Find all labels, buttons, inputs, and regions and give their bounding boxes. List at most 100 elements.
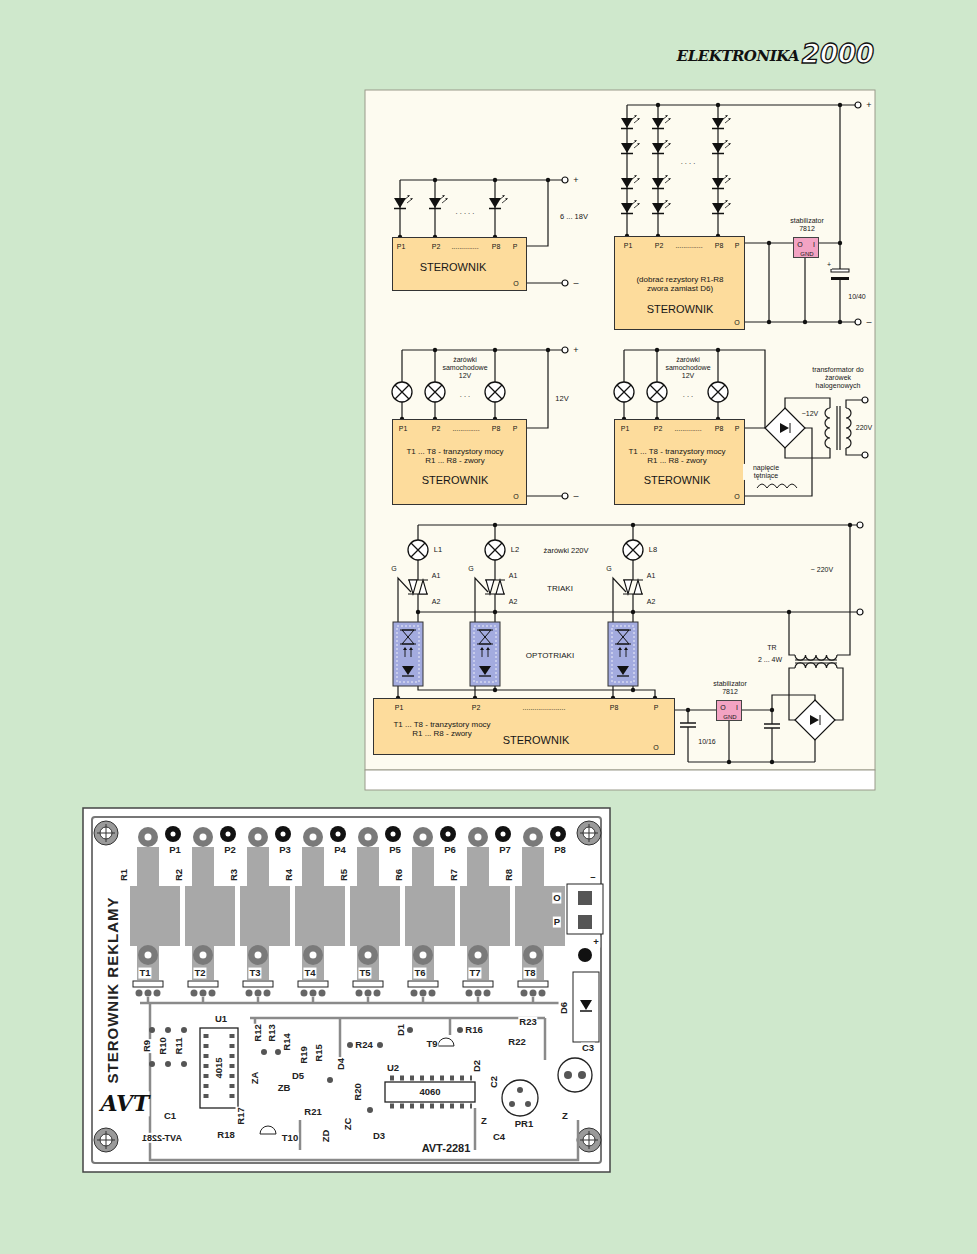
annotation: + [826,261,832,269]
silkscreen-label: ZB [277,1083,292,1094]
annotation: OPTOTRIAKI [525,651,575,660]
magazine-logo: 2000 [802,40,874,70]
silkscreen-label: U1 [214,1014,228,1025]
schematic-art [862,452,868,458]
silkscreen-label: R1 [119,868,130,882]
schematic-art [493,523,497,527]
silkscreen-label: R12 [253,1023,264,1042]
part-heading: stabilizator 7812 [706,680,754,696]
wires [400,180,562,283]
annotation: ~12V [801,410,820,418]
annotation: A1 [646,572,657,580]
pin-label: P1 [399,425,408,433]
schematic-art [855,319,861,325]
pin-label: O [653,744,658,752]
pcb-board [525,1101,531,1107]
silkscreen-label: R21 [303,1107,322,1118]
annotation: G [390,565,397,573]
annotation: – [572,278,579,288]
pcb-board [509,1101,515,1107]
silkscreen-label: D3 [372,1131,386,1142]
pcb-board [460,826,511,1003]
pcb-board [564,1071,572,1079]
schematic-art [767,320,771,324]
silkscreen-label: T9 [425,1039,438,1050]
schematic-art [416,610,420,614]
pin-label: P8 [492,243,501,251]
bridge-rectifier [780,423,789,433]
pcb-board [558,1058,592,1092]
pcb-board [140,1003,578,1160]
annotation: L2 [510,546,520,555]
annotation: A2 [431,598,442,606]
box-title: STEROWNIK [647,303,714,316]
schematic-art [429,195,448,209]
annotation: . . . [459,391,471,400]
note-text: (dobrać rezystory R1-R8 zwora zamiast D6… [630,275,730,293]
schematic-art [770,708,774,712]
schematic-art [621,200,640,214]
annotation: A2 [646,598,657,606]
schematic-art [393,622,423,686]
schematic-art [394,195,413,209]
schematic-panel [365,90,875,770]
annotation: 12V [554,395,569,404]
silkscreen-label: R11 [174,1037,185,1056]
schematic-art [712,115,731,129]
silkscreen-label: D5 [291,1071,305,1082]
schematic-art [716,103,720,107]
annotation: . . . . [680,158,697,167]
silkscreen-label: T8 [523,968,536,979]
pcb-board [149,1027,155,1033]
pcb-board [578,948,592,962]
schematic-art [485,540,505,560]
annotation: ~ 220V [810,566,834,574]
silkscreen-label: R19 [299,1045,310,1064]
pcb-board [438,1038,454,1046]
schematic-art [485,580,505,594]
silkscreen-label: R13 [267,1023,278,1042]
controller-box: P1P2..............P8POT1 ... T8 - tranzy… [392,419,527,505]
pin-label: P [654,704,659,712]
pcb-board [517,1087,523,1093]
silkscreen-label: P7 [498,845,512,856]
pcb-board [204,1034,209,1104]
annotation: . . . . . [455,208,476,217]
silkscreen-label: P8 [553,845,567,856]
magazine-logo: ELEKTRONIKA [677,48,799,65]
silkscreen-label: R10 [158,1036,169,1055]
pcb-board [367,1107,373,1113]
pcb-board [92,817,601,1163]
board-code: AVT-2281 [421,1142,472,1155]
schematic-art [803,320,807,324]
schematic-art [647,382,667,402]
schematic-art [621,140,640,154]
wires [846,408,851,448]
silkscreen-label: PR1 [514,1119,534,1130]
silkscreen-label: ZA [250,1071,261,1086]
wire-connector [745,242,793,243]
silkscreen-label: R22 [507,1037,526,1048]
schematic-art [787,610,791,614]
schematic-art [562,347,568,353]
annotation: + [865,100,872,110]
bridge-rectifier [795,700,835,740]
schematic-art [857,522,863,528]
wires [398,578,626,622]
schematic-art [392,382,412,402]
schematic-art [631,523,635,527]
silkscreen-label: R8 [504,868,515,882]
silkscreen-label: + [592,937,600,948]
silkscreen-label: D1 [396,1023,407,1037]
wires [837,406,840,450]
silkscreen-label: R9 [142,1039,153,1053]
controller-box: P1P2..............P8POT1 ... T8 - tranzy… [614,419,745,505]
pcb-board [502,1080,538,1116]
silkscreen-label: R6 [394,868,405,882]
wires [418,612,633,622]
bridge-rectifier [810,715,819,725]
